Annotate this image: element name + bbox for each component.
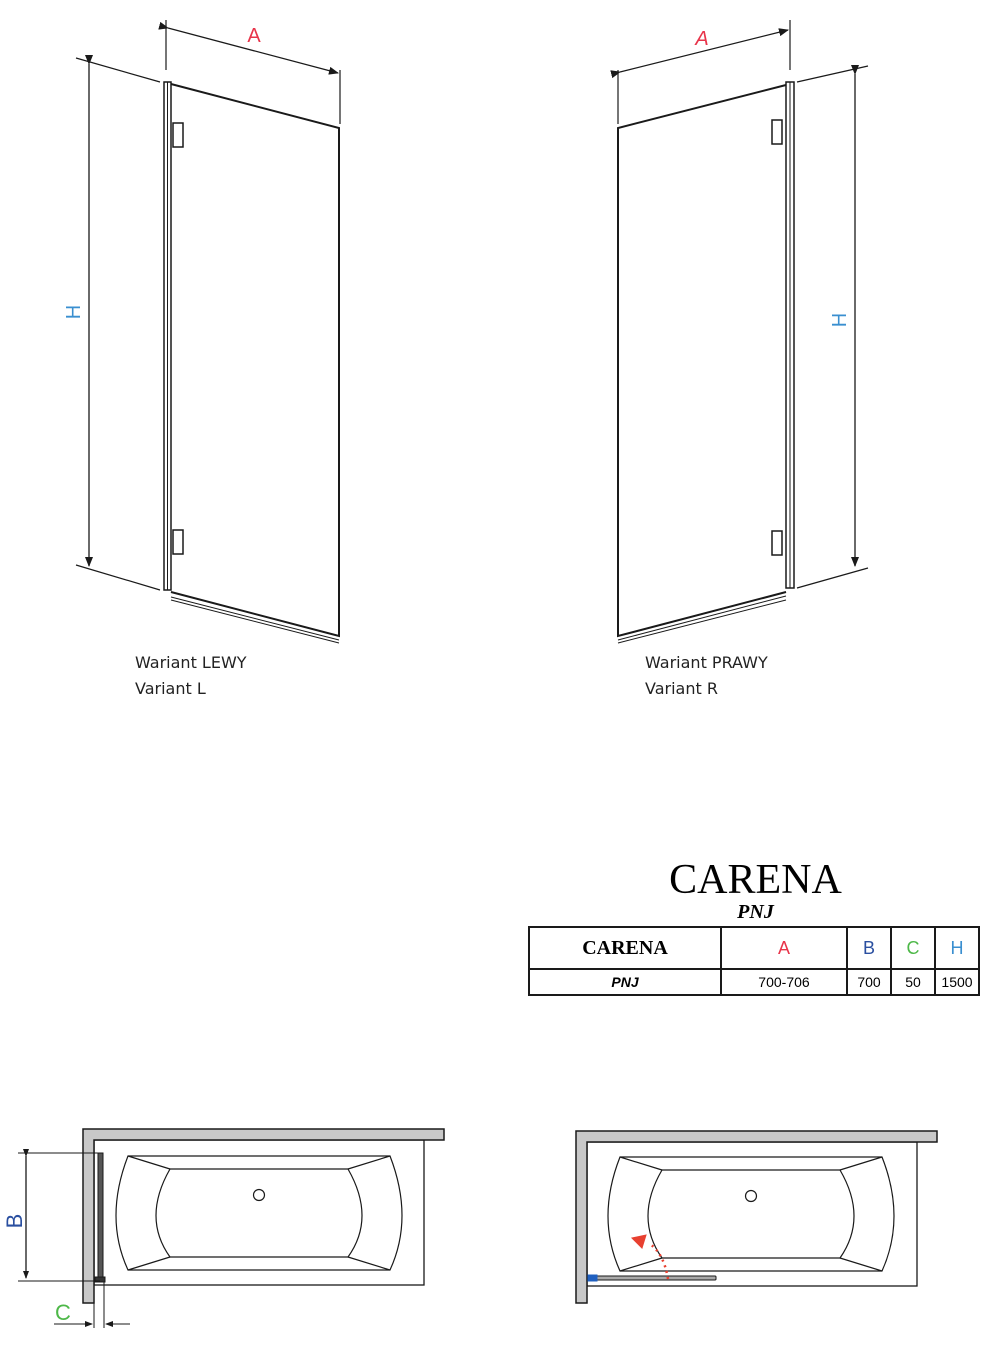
right-variant-label-pl: Wariant PRAWY xyxy=(645,653,768,672)
product-model: PNJ xyxy=(737,901,774,923)
right-variant-caption: Wariant PRAWY Variant R xyxy=(645,650,768,702)
header-a: A xyxy=(720,926,848,970)
cell-c: 50 xyxy=(890,968,936,996)
spec-table-header-row: CARENA A B C H xyxy=(528,926,980,970)
left-variant-caption: Wariant LEWY Variant L xyxy=(135,650,247,702)
header-h: H xyxy=(934,926,980,970)
left-variant-elevation xyxy=(75,20,341,644)
left-variant-label-en: Variant L xyxy=(135,679,206,698)
product-title: CARENA PNJ xyxy=(528,858,983,922)
plan-dim-b-label: B xyxy=(2,1214,27,1229)
cell-h: 1500 xyxy=(934,968,980,996)
right-dim-a-label: A xyxy=(694,28,708,50)
right-plan-view xyxy=(575,1130,938,1304)
header-b: B xyxy=(846,926,892,970)
left-variant-label-pl: Wariant LEWY xyxy=(135,653,247,672)
left-dim-h-label: H xyxy=(63,305,85,319)
right-dim-h-label: H xyxy=(829,313,851,327)
header-c: C xyxy=(890,926,936,970)
cell-a: 700-706 xyxy=(720,968,848,996)
spec-table-row: PNJ 700-706 700 50 1500 xyxy=(528,968,980,996)
left-dim-a-label: A xyxy=(247,25,261,47)
cell-b: 700 xyxy=(846,968,892,996)
right-variant-label-en: Variant R xyxy=(645,679,718,698)
header-product: CARENA xyxy=(528,926,722,970)
product-name: CARENA xyxy=(669,857,842,903)
left-plan-view xyxy=(18,1128,445,1328)
spec-table: CARENA A B C H PNJ 700-706 700 50 1500 xyxy=(528,926,980,996)
right-variant-elevation xyxy=(610,20,869,644)
cell-model: PNJ xyxy=(528,968,722,996)
plan-dim-c-label: C xyxy=(55,1300,71,1325)
